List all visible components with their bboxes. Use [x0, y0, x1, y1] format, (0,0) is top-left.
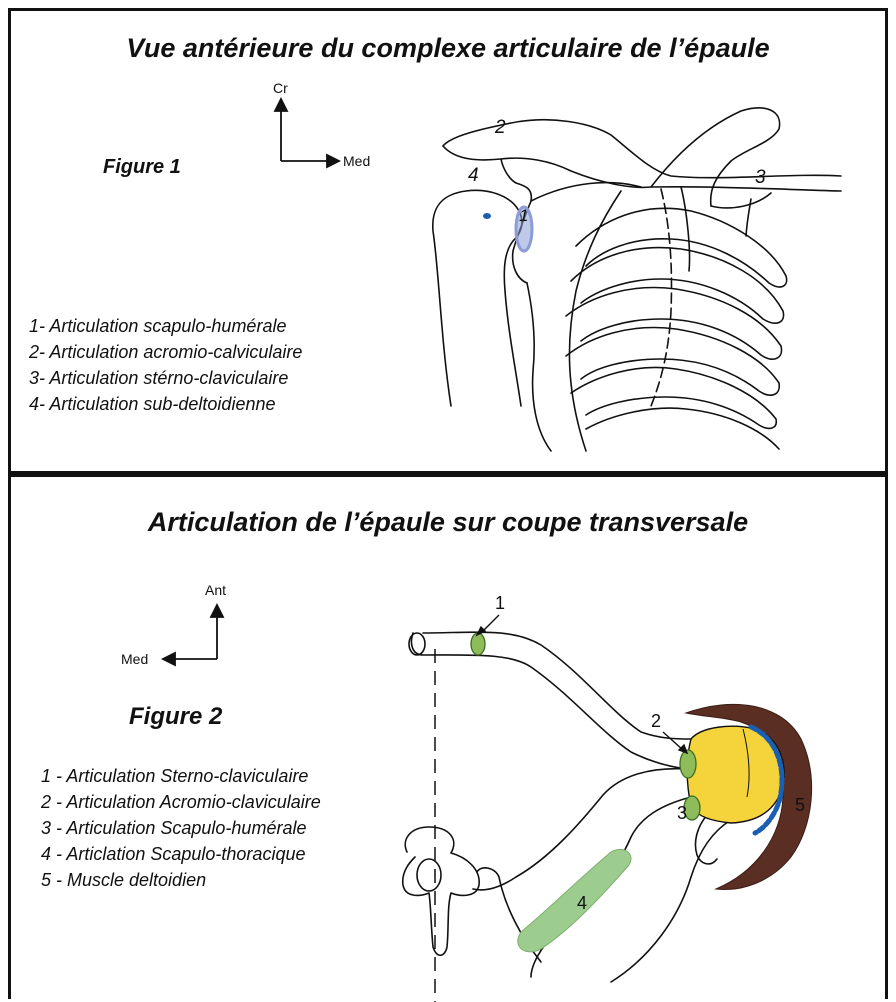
shoulder-transverse-section-diagram: Ant Med — [11, 477, 885, 1002]
orientation-axes — [163, 605, 223, 665]
axis-label-med: Med — [343, 153, 370, 169]
figure2-number-5: 5 — [795, 795, 805, 815]
figure1-number-4: 4 — [468, 165, 479, 186]
figure1-panel: Vue antérieure du complexe articulaire d… — [8, 8, 888, 474]
acromioclavicular-joint — [680, 750, 696, 778]
axis-label-ant: Ant — [205, 582, 226, 598]
axis-label-med: Med — [121, 651, 148, 667]
figure1-number-2: 2 — [494, 117, 506, 138]
figure2-number-1: 1 — [495, 593, 505, 613]
axis-label-cr: Cr — [273, 80, 288, 96]
shoulder-anterior-view-diagram: Cr Med — [11, 11, 885, 471]
figure1-number-3: 3 — [755, 167, 766, 188]
figure2-number-4: 4 — [577, 893, 587, 913]
figure2-panel: Articulation de l’épaule sur coupe trans… — [8, 474, 888, 999]
figure2-number-2: 2 — [651, 711, 661, 731]
pointer-arrows — [477, 615, 687, 753]
figure1-number-1: 1 — [519, 206, 528, 225]
orientation-axes — [275, 99, 339, 167]
humeral-head-dot — [483, 213, 491, 219]
shoulder-outline — [433, 108, 841, 451]
figure2-number-3: 3 — [677, 803, 687, 823]
sternoclavicular-joint — [471, 633, 485, 655]
